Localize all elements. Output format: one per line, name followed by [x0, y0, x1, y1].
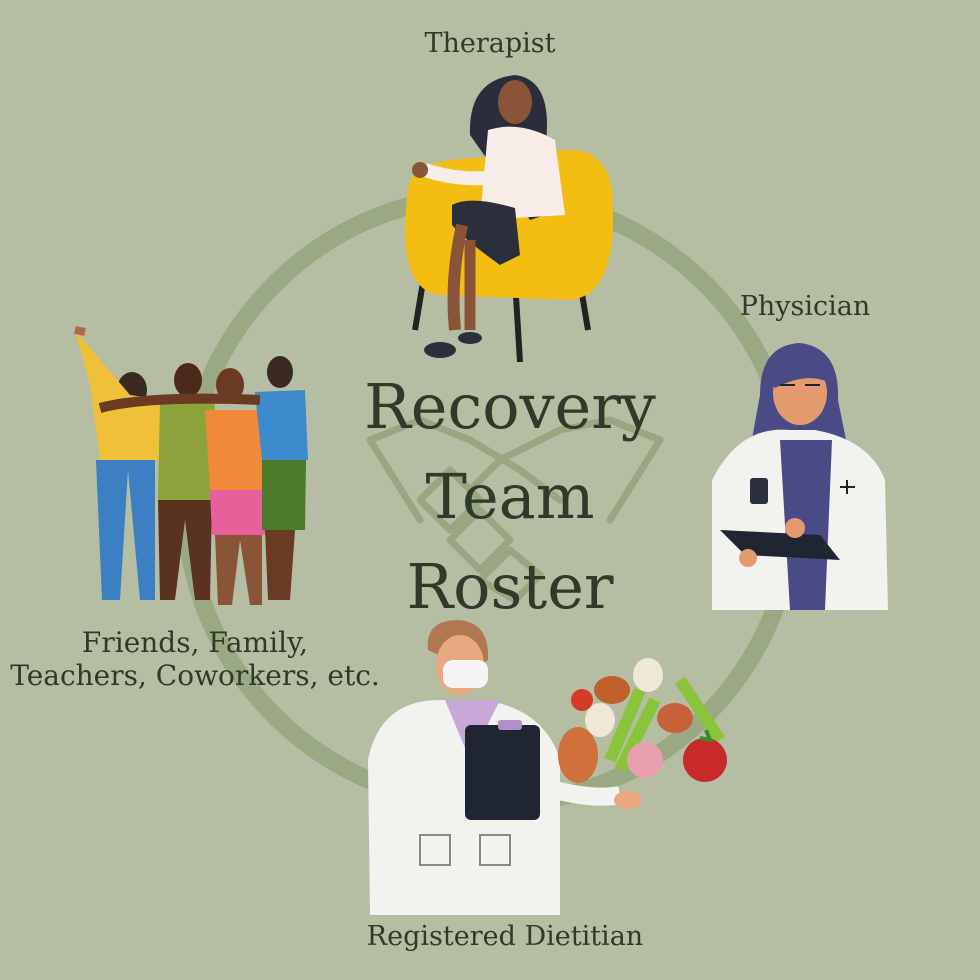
page-title: Recovery Team Roster: [300, 362, 720, 632]
group-figure: [74, 326, 308, 605]
dietitian-figure: [368, 620, 642, 915]
vegetables-illustration: [558, 658, 727, 783]
role-label-dietitian: Registered Dietitian: [366, 921, 644, 952]
title-line-3: Roster: [406, 550, 614, 623]
title-line-2: Team: [425, 460, 595, 533]
title-line-1: Recovery: [364, 370, 656, 443]
physician-figure: [712, 343, 888, 610]
role-label-friends: Friends, Family, Teachers, Coworkers, et…: [10, 626, 380, 692]
role-label-physician: Physician: [739, 291, 871, 322]
handshake-icon: [366, 416, 664, 604]
therapist-figure: [405, 75, 614, 363]
role-label-therapist: Therapist: [424, 28, 556, 59]
